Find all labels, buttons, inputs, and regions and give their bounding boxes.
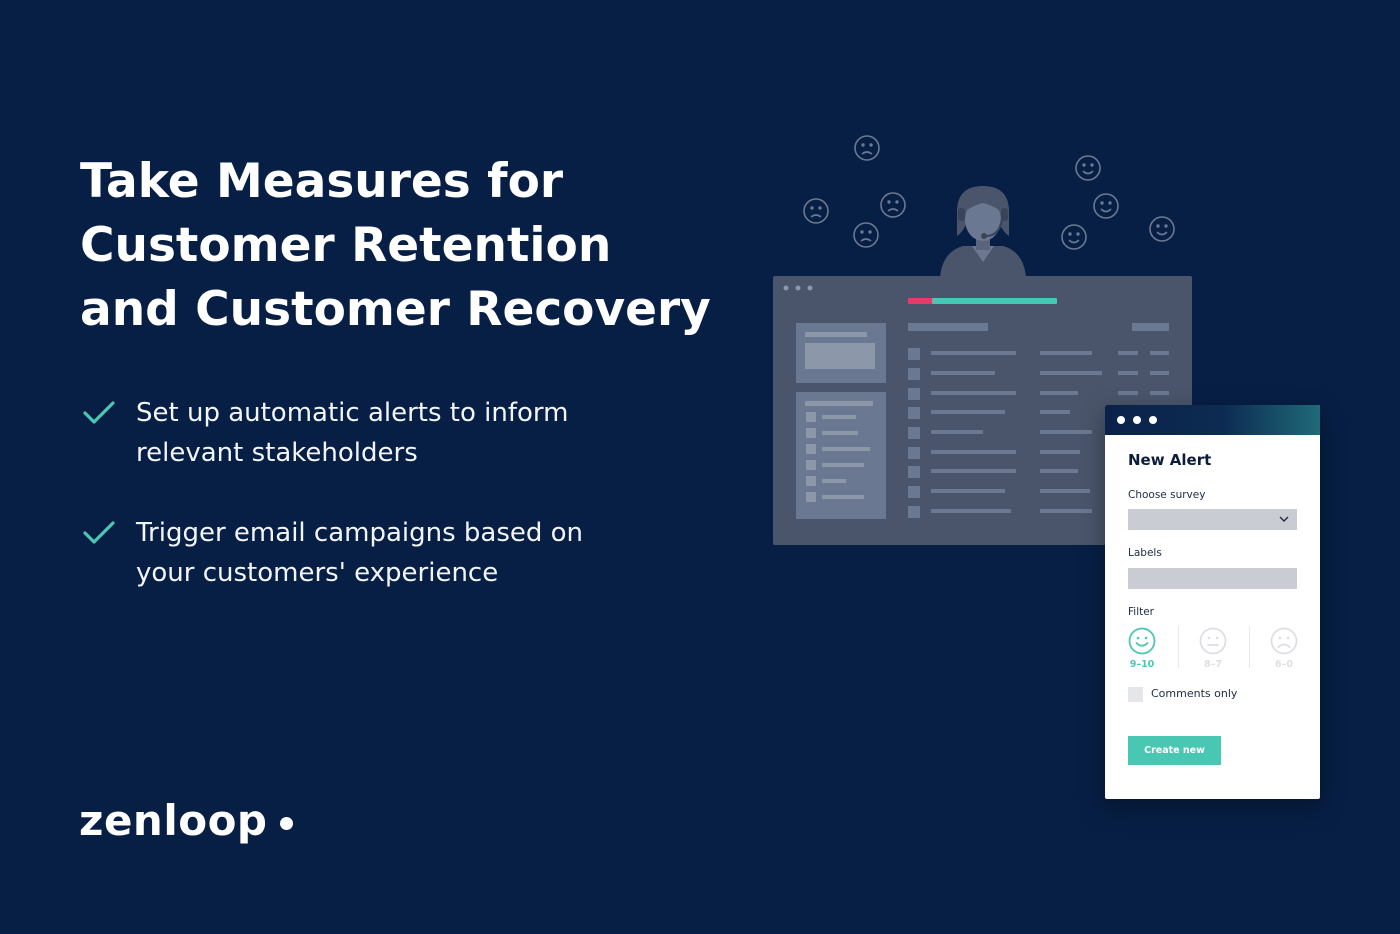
bullet-line: your customers' experience bbox=[136, 558, 499, 588]
create-new-button[interactable]: Create new bbox=[1128, 736, 1221, 765]
bullet-text: Set up automatic alerts to inform releva… bbox=[136, 393, 680, 473]
neutral-face-icon bbox=[1199, 627, 1227, 655]
new-alert-card: New Alert Choose survey Labels Filter 9–… bbox=[1105, 405, 1320, 799]
filter-score: 9–10 bbox=[1129, 659, 1155, 670]
logo-wordmark: zenloop bbox=[79, 796, 268, 845]
window-dot-icon bbox=[1149, 416, 1157, 424]
chevron-down-icon bbox=[1279, 516, 1289, 522]
happy-face-icon bbox=[1075, 155, 1101, 181]
happy-face-icon bbox=[1149, 216, 1175, 242]
sad-face-icon bbox=[853, 222, 879, 248]
support-agent-icon bbox=[940, 186, 1026, 278]
alert-card-titlebar bbox=[1105, 405, 1320, 435]
sad-face-icon bbox=[854, 135, 880, 161]
divider bbox=[1178, 626, 1179, 668]
check-icon bbox=[83, 401, 115, 424]
divider bbox=[1249, 626, 1250, 668]
bullet-text: Trigger email campaigns based on your cu… bbox=[136, 513, 680, 593]
headline-line-3: and Customer Recovery bbox=[80, 282, 711, 337]
bullet-line: Trigger email campaigns based on bbox=[136, 518, 584, 548]
labels-input[interactable] bbox=[1128, 568, 1297, 589]
bullet-line: relevant stakeholders bbox=[136, 438, 418, 468]
filter-score: 8–7 bbox=[1204, 659, 1222, 670]
bullet-item-campaigns: Trigger email campaigns based on your cu… bbox=[80, 513, 680, 593]
choose-survey-label: Choose survey bbox=[1128, 489, 1206, 501]
headline-line-1: Take Measures for bbox=[80, 154, 564, 209]
comments-only-label[interactable]: Comments only bbox=[1151, 687, 1238, 700]
bullet-line: Set up automatic alerts to inform bbox=[136, 398, 569, 428]
happy-face-icon bbox=[1128, 627, 1156, 655]
check-icon bbox=[83, 521, 115, 544]
window-dot-icon bbox=[1117, 416, 1125, 424]
filter-score: 6–0 bbox=[1275, 659, 1293, 670]
alert-title: New Alert bbox=[1128, 451, 1212, 469]
comments-only-checkbox[interactable] bbox=[1128, 687, 1143, 702]
sad-face-icon bbox=[803, 198, 829, 224]
sad-face-icon bbox=[880, 192, 906, 218]
happy-face-icon bbox=[1093, 193, 1119, 219]
labels-label: Labels bbox=[1128, 547, 1162, 559]
choose-survey-select[interactable] bbox=[1128, 509, 1297, 530]
bullet-list: Set up automatic alerts to inform releva… bbox=[80, 393, 680, 633]
window-dot-icon bbox=[1133, 416, 1141, 424]
bullet-item-alerts: Set up automatic alerts to inform releva… bbox=[80, 393, 680, 473]
zenloop-logo: zenloop bbox=[79, 796, 293, 845]
filter-label: Filter bbox=[1128, 606, 1155, 618]
sad-face-icon bbox=[1270, 627, 1298, 655]
logo-dot bbox=[279, 817, 293, 830]
happy-face-icon bbox=[1061, 224, 1087, 250]
headline: Take Measures for Customer Retention and… bbox=[80, 150, 720, 342]
headline-line-2: Customer Retention bbox=[80, 218, 612, 273]
